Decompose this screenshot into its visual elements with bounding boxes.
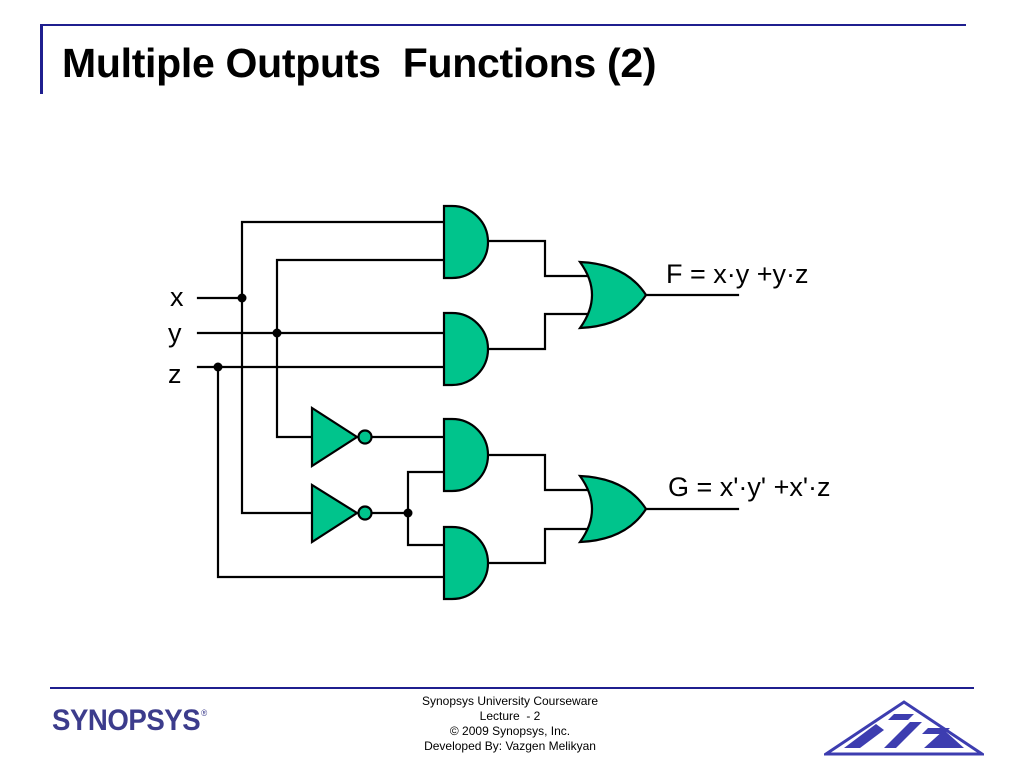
not-gate-y-bubble	[357, 429, 373, 445]
junction-dot	[403, 508, 413, 518]
footer-line-author: Developed By: Vazgen Melikyan	[424, 739, 596, 753]
input-label-y: y	[168, 318, 182, 348]
input-label-z: z	[168, 359, 182, 389]
wire-y-trunk	[275, 258, 444, 439]
and-gate-1	[442, 204, 490, 280]
junction-dot	[272, 328, 282, 338]
footer-line-courseware: Synopsys University Courseware	[421, 694, 599, 708]
title-top-rule	[40, 24, 966, 26]
junction-dots	[213, 293, 413, 518]
wire-and4-or2	[485, 527, 592, 565]
or-gate-f	[577, 260, 648, 330]
labels: x y z F = x·y +y·z G = x'·y' +x'·z	[168, 259, 831, 502]
not-gate-x-bubble	[357, 505, 373, 521]
wire-not-x-branch	[406, 470, 444, 547]
and-gate-3	[442, 417, 490, 493]
logo-trademark: ®	[201, 708, 207, 718]
university-emblem-icon	[824, 700, 984, 756]
output-label-g: G = x'·y' +x'·z	[668, 472, 831, 502]
wires	[196, 220, 740, 579]
synopsys-logo: SYNOPSYS®	[52, 704, 207, 738]
and-gate-4	[442, 525, 490, 601]
or-gate-g	[577, 474, 648, 544]
footer-line-copyright: © 2009 Synopsys, Inc.	[449, 724, 571, 738]
title-side-rule	[40, 24, 43, 94]
footer-rule	[50, 687, 974, 689]
wire-z-trunk	[216, 365, 444, 579]
page-title: Multiple Outputs Functions (2)	[62, 40, 657, 86]
gates	[310, 204, 648, 601]
wire-and3-or2	[485, 453, 592, 492]
logo-text: SYNOPSYS	[52, 704, 201, 737]
footer-credits: Synopsys University Courseware Lecture -…	[360, 694, 660, 754]
wire-x-trunk	[240, 220, 444, 515]
not-gate-x	[310, 483, 360, 545]
junction-dot	[237, 293, 247, 303]
wire-and2-or1	[485, 312, 592, 351]
input-label-x: x	[170, 282, 184, 312]
junction-dot	[213, 362, 223, 372]
output-label-f: F = x·y +y·z	[666, 259, 809, 289]
footer-line-lecture: Lecture - 2	[479, 709, 541, 723]
and-gate-2	[442, 311, 490, 387]
wire-and1-or1	[485, 239, 592, 278]
not-gate-y	[310, 405, 360, 469]
